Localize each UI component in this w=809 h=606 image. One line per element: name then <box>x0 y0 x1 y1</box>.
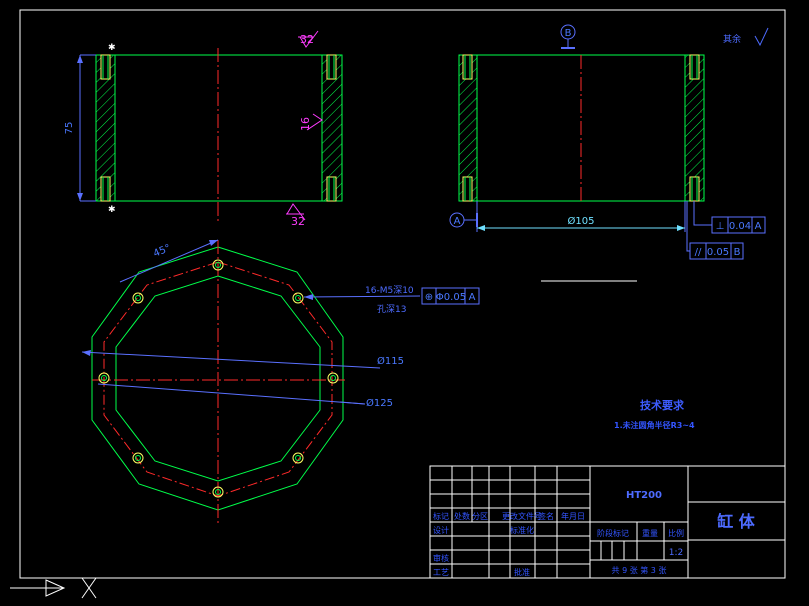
svg-text:32: 32 <box>291 215 305 228</box>
dim-angle: 45° <box>152 243 173 260</box>
svg-text:Φ0.05: Φ0.05 <box>436 292 466 303</box>
scale-label: 1:2 <box>669 548 683 558</box>
svg-text:标准化: 标准化 <box>510 525 534 535</box>
svg-text:16: 16 <box>299 117 312 131</box>
svg-text:B: B <box>734 247 741 258</box>
svg-text:A: A <box>755 221 762 232</box>
part-name: 缸 体 <box>716 512 756 531</box>
svg-text:重量: 重量 <box>642 528 658 538</box>
svg-text:标记: 标记 <box>433 511 449 521</box>
roughness-other: 其余 <box>723 27 769 47</box>
svg-text:比例: 比例 <box>668 528 684 538</box>
svg-text:更改文件号: 更改文件号 <box>502 511 542 521</box>
side-threaded-holes <box>462 54 700 202</box>
svg-text:审核: 审核 <box>433 553 449 563</box>
side-view: B A Ø105 其余 ⊥ 0.04 A <box>449 24 769 260</box>
front-view: 75 ✱ ✱ 32 32 16 <box>64 30 343 228</box>
hole-callout-line2: 孔深13 <box>377 304 406 315</box>
drawing-frame <box>19 9 786 579</box>
title-block-text: 标记 处数 分区 更改文件号 签名 年月日 设计 标准化 审核 工艺 批准 HT… <box>433 490 756 577</box>
roughness-side: 16 <box>299 113 323 131</box>
svg-text:签名: 签名 <box>538 511 554 521</box>
svg-text:A: A <box>469 292 476 303</box>
svg-text://: // <box>695 247 702 258</box>
title-block <box>429 465 786 579</box>
material-label: HT200 <box>626 490 662 501</box>
roughness-top: 32 <box>298 30 319 48</box>
inner-decagon <box>115 275 321 482</box>
svg-text:A: A <box>454 216 461 227</box>
svg-text:⊥: ⊥ <box>716 221 725 232</box>
hole-callout-line1: 16-M5深10 <box>365 285 414 296</box>
svg-text:B: B <box>565 28 572 39</box>
front-threaded-holes <box>100 54 337 202</box>
svg-text:工艺: 工艺 <box>433 568 449 577</box>
top-view: 45° Ø115 Ø125 16-M5深10 孔深13 ⊕ Φ0.05 A <box>81 239 480 525</box>
sheet-info: 共 9 张 第 3 张 <box>612 565 667 575</box>
svg-text:✱: ✱ <box>108 43 116 53</box>
svg-text:0.05: 0.05 <box>707 247 729 258</box>
svg-text:阶段标记: 阶段标记 <box>597 528 629 538</box>
datum-a: A <box>449 212 478 228</box>
svg-text:设计: 设计 <box>433 525 449 535</box>
svg-text:批准: 批准 <box>514 567 530 577</box>
dim-diameter-105: Ø105 <box>568 215 595 227</box>
roughness-bottom: 32 <box>286 203 306 228</box>
dim-height: 75 <box>64 122 75 135</box>
datum-b: B <box>560 24 576 49</box>
svg-text:0.04: 0.04 <box>729 221 751 232</box>
svg-text:处数: 处数 <box>454 511 470 521</box>
svg-text:分区: 分区 <box>472 512 488 521</box>
svg-text:其余: 其余 <box>723 33 741 45</box>
dim-diameter-125: Ø125 <box>366 397 393 409</box>
tech-requirements-item: 1.未注圆角半径R3~4 <box>614 420 695 430</box>
svg-text:⊕: ⊕ <box>425 292 433 303</box>
svg-text:✱: ✱ <box>108 205 116 215</box>
gdt-perpendicularity: ⊥ 0.04 A <box>693 201 766 234</box>
dim-diameter-115: Ø115 <box>377 355 404 367</box>
tech-requirements-title: 技术要求 <box>640 398 685 412</box>
ucs-axis-icon <box>10 577 97 599</box>
svg-text:32: 32 <box>300 33 314 46</box>
bolt-holes <box>98 259 339 498</box>
svg-text:年月日: 年月日 <box>561 511 585 521</box>
gdt-parallelism: // 0.05 B <box>686 201 744 260</box>
gdt-position: ⊕ Φ0.05 A <box>421 287 480 305</box>
